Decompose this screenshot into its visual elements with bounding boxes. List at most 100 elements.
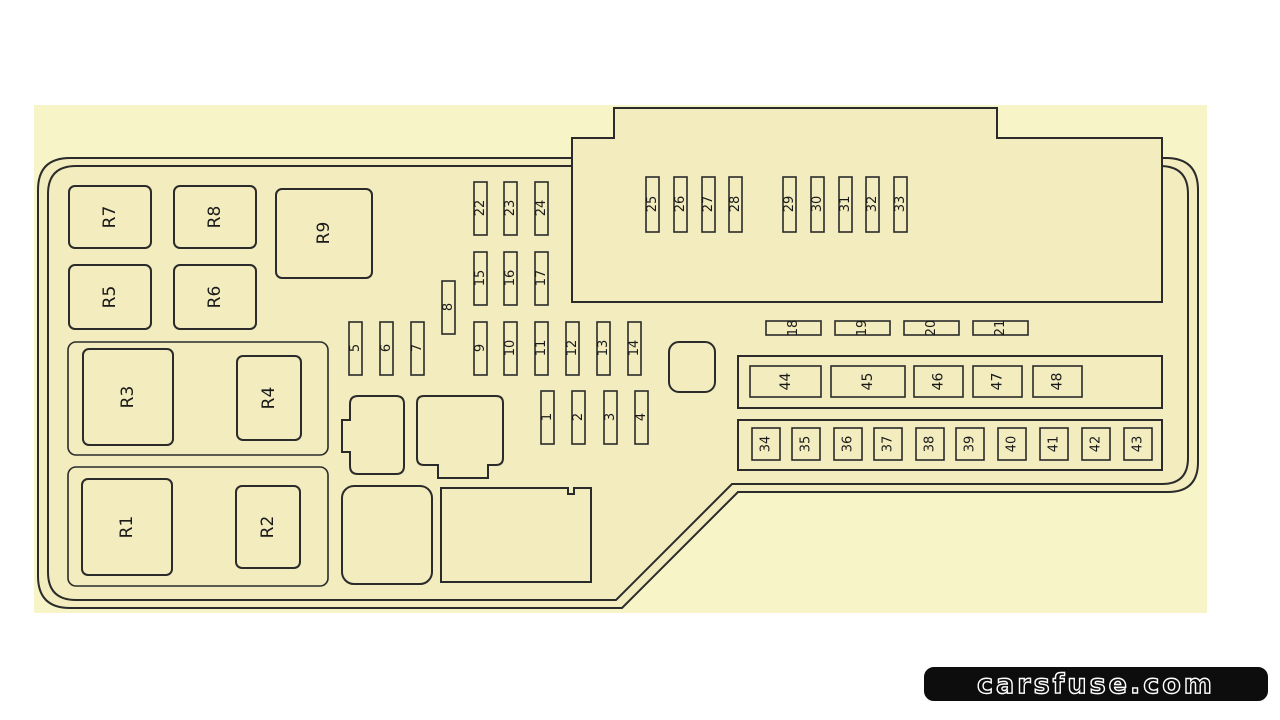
component-block-square [440, 487, 592, 583]
fuse-21[interactable]: 21 [972, 320, 1029, 337]
fuse-30[interactable]: 30 [810, 176, 825, 233]
fuse-label: 2 [571, 413, 586, 421]
fuse-19[interactable]: 19 [834, 320, 891, 337]
fuse-label: 42 [1089, 436, 1104, 453]
component-block-round [341, 485, 433, 585]
relay-label: R8 [205, 206, 225, 229]
relay-label: R7 [100, 206, 120, 229]
fuse-28[interactable]: 28 [728, 176, 743, 233]
fuse-48[interactable]: 48 [1032, 365, 1083, 398]
fuse-18[interactable]: 18 [765, 320, 822, 337]
fuse-label: 41 [1047, 436, 1062, 453]
relay-r6[interactable]: R6 [173, 264, 257, 330]
fuse-8[interactable]: 8 [441, 280, 456, 335]
relay-label: R4 [259, 387, 279, 410]
fuse-10[interactable]: 10 [503, 321, 518, 376]
watermark-inner: carsfuse.com [929, 668, 1263, 700]
fuse-29[interactable]: 29 [782, 176, 797, 233]
fuse-label: 31 [838, 196, 853, 213]
fuse-35[interactable]: 35 [791, 427, 821, 461]
fuse-36[interactable]: 36 [833, 427, 863, 461]
fuse-22[interactable]: 22 [473, 181, 488, 236]
fuse-43[interactable]: 43 [1123, 427, 1153, 461]
watermark-text: carsfuse.com [976, 668, 1215, 700]
relay-label: R6 [205, 286, 225, 309]
fuse-47[interactable]: 47 [972, 365, 1023, 398]
fuse-2[interactable]: 2 [571, 390, 586, 445]
fuse-label: 8 [441, 303, 456, 311]
fuse-39[interactable]: 39 [955, 427, 985, 461]
fuse-32[interactable]: 32 [865, 176, 880, 233]
fuse-5[interactable]: 5 [348, 321, 363, 376]
fuse-label: 34 [759, 436, 774, 453]
fuse-label: 48 [1050, 373, 1066, 391]
fuse-label: 12 [565, 340, 580, 357]
relay-r1[interactable]: R1 [81, 478, 173, 576]
fuse-44[interactable]: 44 [749, 365, 822, 398]
fuse-16[interactable]: 16 [503, 251, 518, 306]
fuse-20[interactable]: 20 [903, 320, 960, 337]
fuse-box-housing-inner [47, 165, 1189, 601]
fuse-33[interactable]: 33 [893, 176, 908, 233]
relay-group-frame-upper [67, 341, 329, 456]
relay-r5[interactable]: R5 [68, 264, 152, 330]
fuse-11[interactable]: 11 [534, 321, 549, 376]
fuse-label: 39 [963, 436, 978, 453]
fuse-45[interactable]: 45 [830, 365, 906, 398]
fuse-label: 18 [786, 320, 801, 337]
fuse-label: 24 [534, 200, 549, 217]
connector-socket-small [341, 395, 405, 475]
fuse-27[interactable]: 27 [701, 176, 716, 233]
fuse-label: 20 [924, 320, 939, 337]
relay-r9[interactable]: R9 [275, 188, 373, 279]
fuse-38[interactable]: 38 [915, 427, 945, 461]
fuse-label: 7 [410, 344, 425, 352]
fuse-23[interactable]: 23 [503, 181, 518, 236]
watermark-badge: carsfuse.com [924, 667, 1268, 701]
fuse-label: 38 [923, 436, 938, 453]
fuse-17[interactable]: 17 [534, 251, 549, 306]
relay-r7[interactable]: R7 [68, 185, 152, 249]
connector-socket-large [416, 395, 504, 479]
fuse-12[interactable]: 12 [565, 321, 580, 376]
component-block-small [668, 341, 716, 393]
fuse-label: 21 [993, 320, 1008, 337]
fuse-46[interactable]: 46 [913, 365, 964, 398]
fuse-label: 37 [881, 436, 896, 453]
fuse-label: 32 [865, 196, 880, 213]
fuse-26[interactable]: 26 [673, 176, 688, 233]
fuse-1[interactable]: 1 [540, 390, 555, 445]
fuse-24[interactable]: 24 [534, 181, 549, 236]
fuse-37[interactable]: 37 [873, 427, 903, 461]
fuse-label: 15 [473, 270, 488, 287]
fuse-label: 10 [503, 340, 518, 357]
fuse-label: 44 [778, 373, 794, 391]
fuse-14[interactable]: 14 [627, 321, 642, 376]
fuse-25[interactable]: 25 [645, 176, 660, 233]
fuse-7[interactable]: 7 [410, 321, 425, 376]
fuse-42[interactable]: 42 [1081, 427, 1111, 461]
fuse-34[interactable]: 34 [751, 427, 781, 461]
fuse-6[interactable]: 6 [379, 321, 394, 376]
fuse-15[interactable]: 15 [473, 251, 488, 306]
fuse-4[interactable]: 4 [634, 390, 649, 445]
fuse-label: 9 [473, 344, 488, 352]
fuse-label: 14 [627, 340, 642, 357]
relay-r2[interactable]: R2 [235, 485, 301, 569]
fuse-40[interactable]: 40 [997, 427, 1027, 461]
fuse-13[interactable]: 13 [596, 321, 611, 376]
relay-label: R9 [314, 222, 334, 245]
fuse-label: 46 [931, 373, 947, 391]
fuse-31[interactable]: 31 [838, 176, 853, 233]
fuse-label: 17 [534, 270, 549, 287]
relay-r4[interactable]: R4 [236, 355, 302, 441]
fuse-3[interactable]: 3 [603, 390, 618, 445]
fuse-9[interactable]: 9 [473, 321, 488, 376]
relay-r3[interactable]: R3 [82, 348, 174, 446]
relay-r8[interactable]: R8 [173, 185, 257, 249]
fuse-label: 5 [348, 344, 363, 352]
fuse-label: 27 [701, 196, 716, 213]
fuse-41[interactable]: 41 [1039, 427, 1069, 461]
fuse-label: 4 [634, 413, 649, 421]
fuse-label: 47 [990, 373, 1006, 391]
